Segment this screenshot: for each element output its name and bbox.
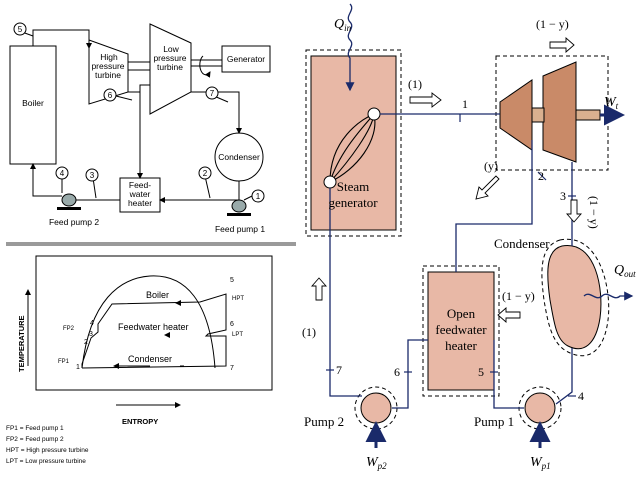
ts-fwh-label: Feedwater heater bbox=[118, 322, 189, 332]
steam-gen-label-1: Steam bbox=[337, 179, 370, 194]
node-1: 1 bbox=[462, 97, 468, 111]
pump-2-label: Pump 2 bbox=[304, 414, 344, 429]
fwh-label-1: Feed- bbox=[129, 180, 151, 190]
ts-pt-7: 7 bbox=[230, 365, 234, 372]
ts-pt-6: 6 bbox=[230, 321, 234, 328]
abbreviation-legend: FP1 = Feed pump 1 FP2 = Feed pump 2 HPT … bbox=[6, 425, 89, 465]
right-schematic bbox=[305, 3, 634, 448]
legend-lpt: LPT = Low pressure turbine bbox=[6, 458, 86, 465]
ts-hpt: HPT bbox=[232, 296, 244, 302]
ofwh-label-2: feedwater bbox=[435, 322, 487, 337]
one-minus-y-vertical: (1 − y) bbox=[587, 196, 601, 229]
feed-pump-1 bbox=[227, 199, 251, 216]
ts-ylabel: TEMPERATURE bbox=[17, 315, 26, 372]
ofwh-label-3: heater bbox=[445, 338, 477, 353]
fwh-label-3: heater bbox=[128, 198, 152, 208]
ofwh-label-1: Open bbox=[447, 306, 476, 321]
boiler-box bbox=[9, 45, 57, 165]
generator-box bbox=[221, 45, 271, 73]
condenser-label-right: Condenser bbox=[494, 236, 550, 251]
hpt-label-1: High bbox=[100, 52, 118, 62]
open-fwh-box bbox=[427, 271, 495, 391]
fwh-label-2: water bbox=[129, 189, 151, 199]
ts-fp1: FP1 bbox=[58, 359, 70, 365]
state-markers bbox=[13, 22, 265, 203]
node-2: 2 bbox=[538, 169, 544, 183]
state-6: 6 bbox=[108, 91, 113, 100]
w-p1-label: Wp1 bbox=[530, 455, 551, 471]
pump-2-shape bbox=[360, 392, 392, 424]
one-left: (1) bbox=[302, 325, 316, 339]
ts-pt-5: 5 bbox=[230, 277, 234, 284]
ts-pt-1: 1 bbox=[76, 364, 80, 371]
w-p2-label: Wp2 bbox=[366, 455, 387, 471]
node-3: 3 bbox=[560, 189, 566, 203]
condenser-label: Condenser bbox=[218, 152, 260, 162]
q-out-label: Qout bbox=[614, 263, 636, 279]
ts-condenser-label: Condenser bbox=[128, 354, 172, 364]
hpt-label-3: turbine bbox=[95, 70, 121, 80]
lpt-label-3: turbine bbox=[157, 62, 183, 72]
one-minus-y-mid: (1 − y) bbox=[502, 289, 535, 303]
ts-frame bbox=[35, 255, 273, 391]
state-3: 3 bbox=[90, 171, 95, 180]
pump-1-label: Pump 1 bbox=[474, 414, 514, 429]
node-4: 4 bbox=[578, 389, 584, 403]
hpt-label-2: pressure bbox=[91, 61, 124, 71]
lpt-label-2: pressure bbox=[153, 53, 186, 63]
pump-1-shape bbox=[524, 392, 556, 424]
generator-label: Generator bbox=[227, 54, 265, 64]
w-turbine-label: Wt bbox=[604, 95, 619, 111]
node-6: 6 bbox=[394, 365, 400, 379]
feed-pump-2 bbox=[57, 193, 81, 210]
ts-lpt: LPT bbox=[232, 332, 243, 338]
lpt-label-1: Low bbox=[163, 44, 179, 54]
one-top: (1) bbox=[408, 77, 422, 91]
q-in-label: Qin bbox=[334, 17, 352, 33]
ts-fp2: FP2 bbox=[63, 326, 75, 332]
cycle-path bbox=[81, 293, 227, 369]
section-divider bbox=[6, 242, 296, 246]
state-2: 2 bbox=[203, 169, 208, 178]
y-label: (y) bbox=[484, 159, 498, 173]
ts-xlabel: ENTROPY bbox=[122, 417, 158, 426]
boiler-label: Boiler bbox=[22, 98, 44, 108]
legend-fp2: FP2 = Feed pump 2 bbox=[6, 436, 64, 443]
condenser-shape bbox=[547, 245, 602, 350]
state-numbers: 5 6 7 2 3 4 1 bbox=[18, 25, 261, 201]
ts-pt-4: 4 bbox=[90, 320, 94, 327]
ts-boiler-label: Boiler bbox=[146, 290, 169, 300]
left-schematic bbox=[9, 23, 271, 213]
ts-diagram bbox=[25, 255, 273, 408]
node-7: 7 bbox=[336, 363, 342, 377]
saturation-dome bbox=[81, 275, 216, 369]
ts-pt-2: 2 bbox=[84, 339, 88, 346]
steam-gen-label-2: generator bbox=[328, 195, 378, 210]
state-5: 5 bbox=[18, 25, 23, 34]
feed-pump-2-label: Feed pump 2 bbox=[49, 217, 99, 227]
state-4: 4 bbox=[60, 169, 65, 178]
turbine-stage-2 bbox=[542, 61, 577, 163]
node-5: 5 bbox=[478, 365, 484, 379]
legend-fp1: FP1 = Feed pump 1 bbox=[6, 425, 64, 432]
one-minus-y-top: (1 − y) bbox=[536, 17, 569, 31]
legend-hpt: HPT = High pressure turbine bbox=[6, 447, 89, 454]
turbine-stage-1 bbox=[499, 79, 533, 151]
feed-pump-1-label: Feed pump 1 bbox=[215, 224, 265, 234]
state-1: 1 bbox=[256, 192, 261, 201]
ts-pt-3: 3 bbox=[89, 331, 93, 338]
state-7: 7 bbox=[210, 89, 215, 98]
